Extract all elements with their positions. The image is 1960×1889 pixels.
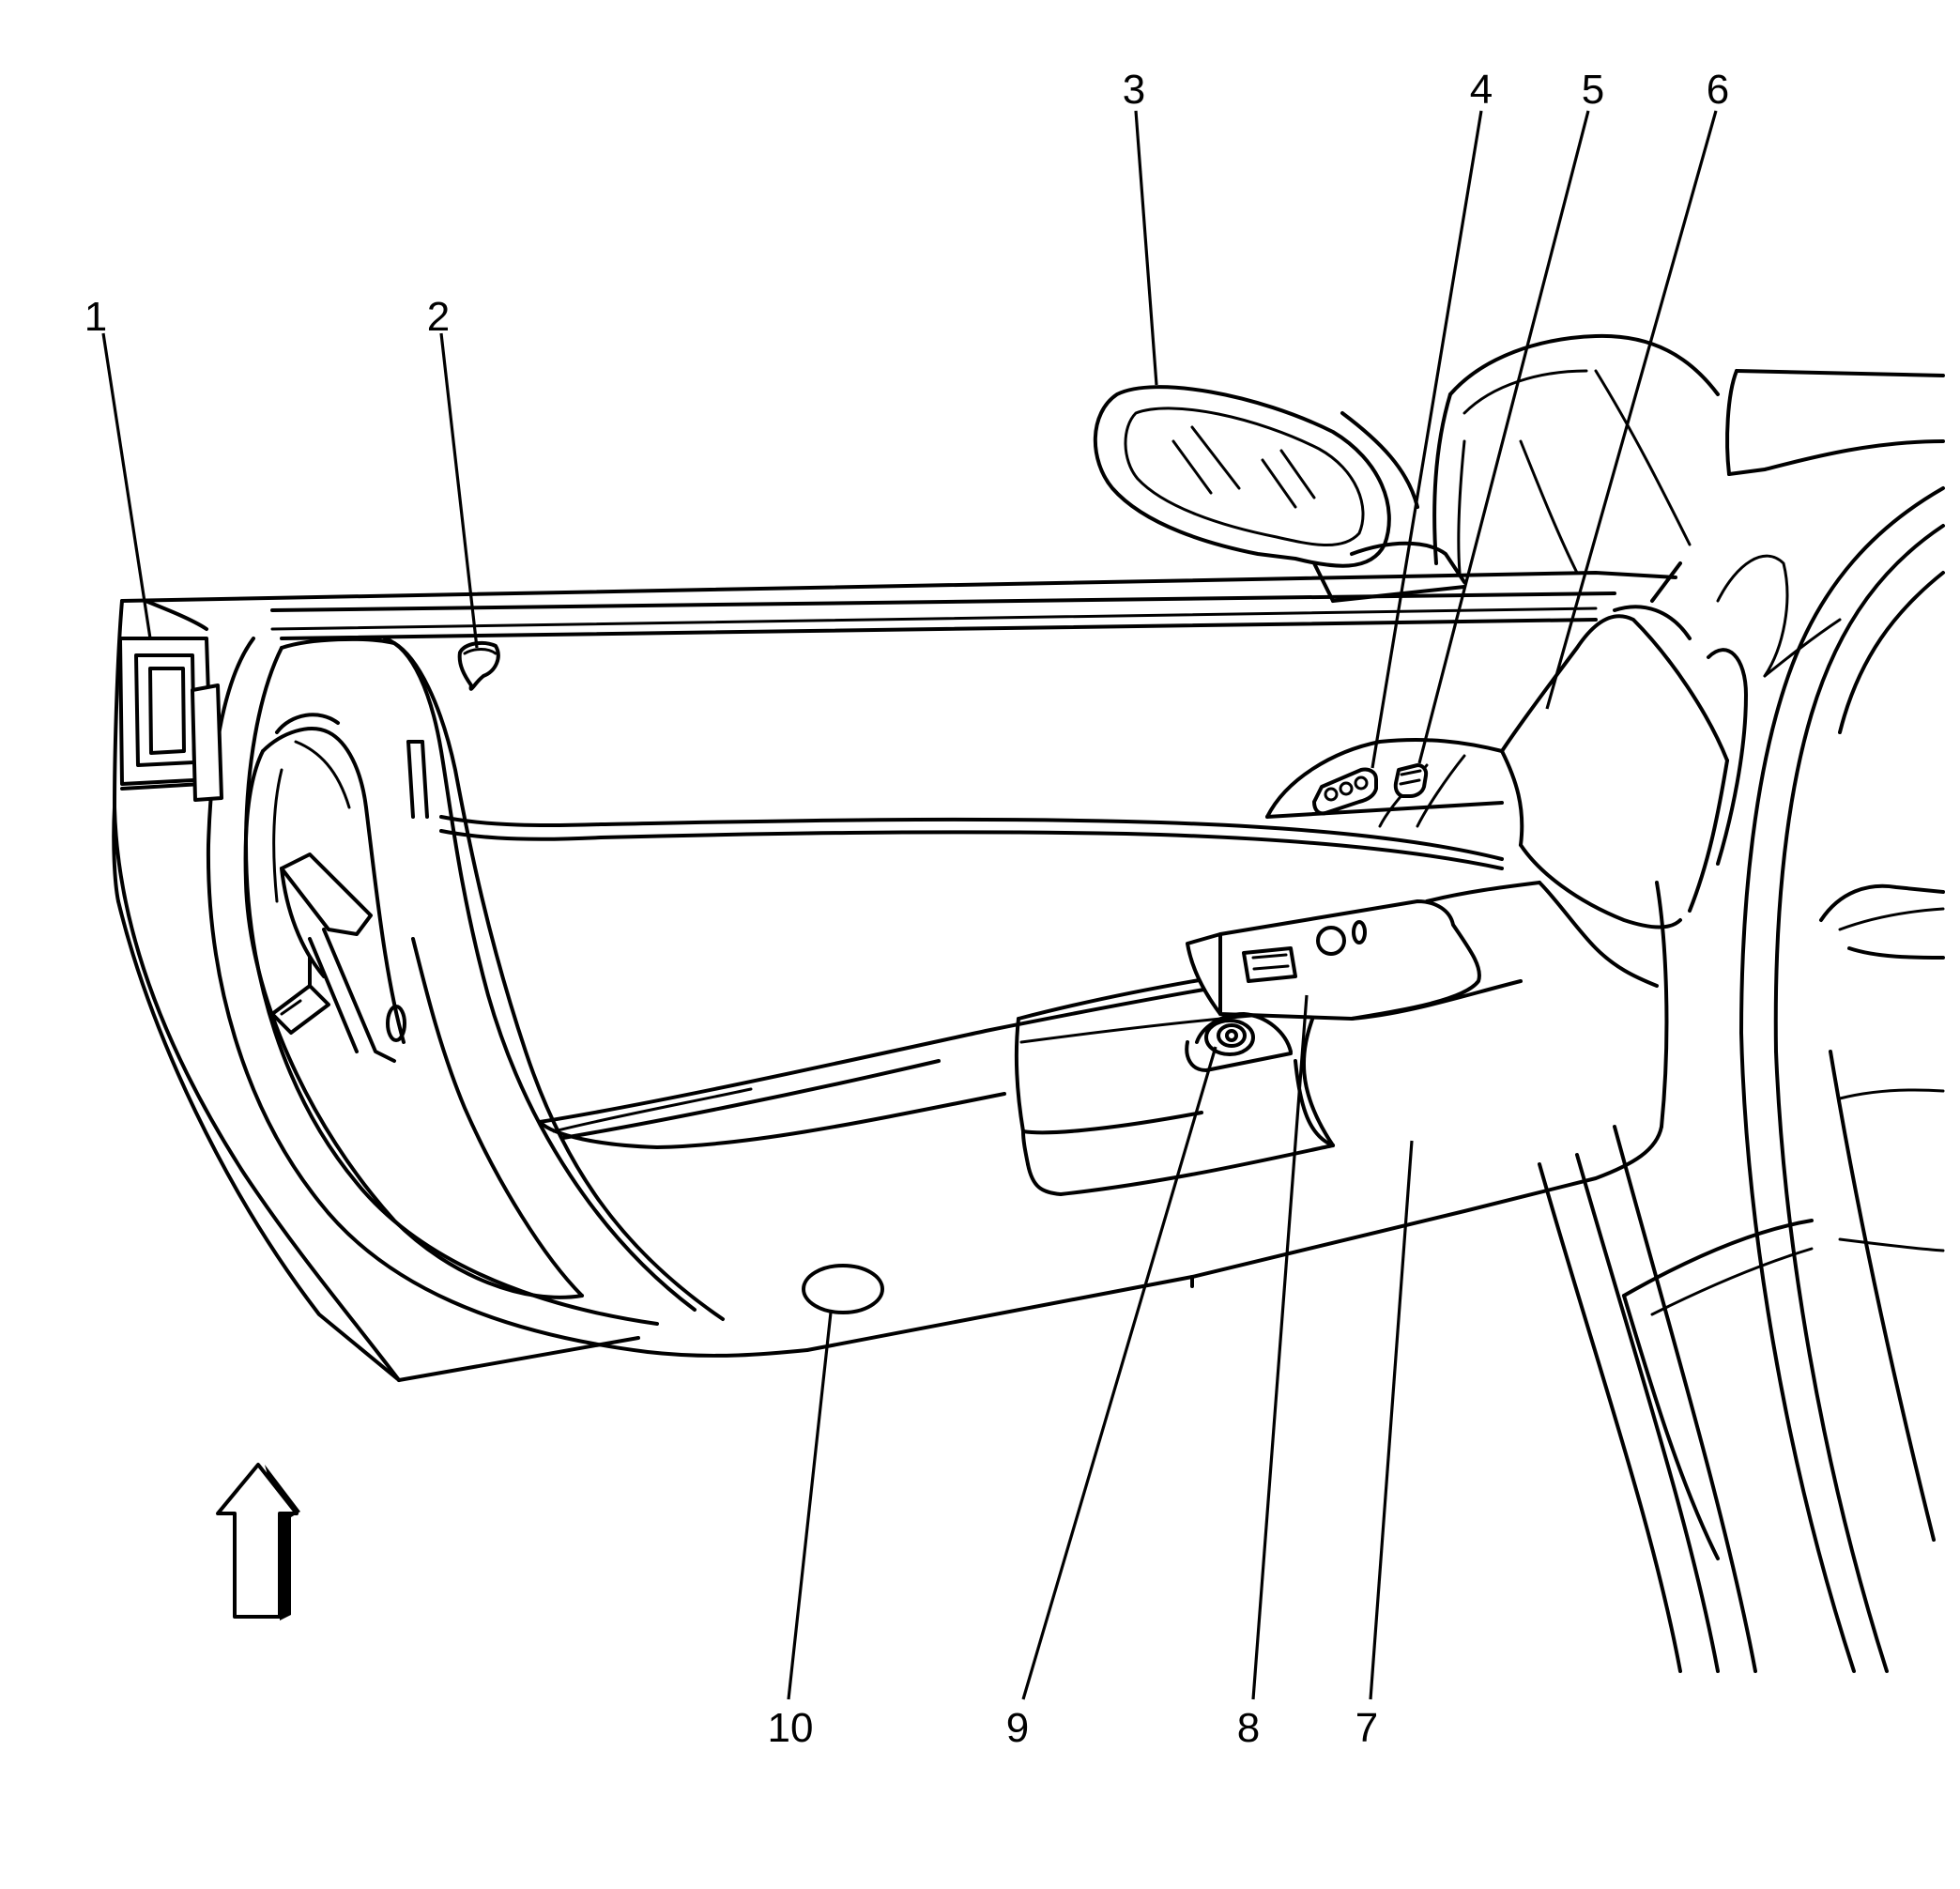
leader-2 xyxy=(439,332,479,649)
leader-4 xyxy=(1370,110,1483,769)
callout-3: 3 xyxy=(1123,67,1145,113)
callout-labels: 1 2 3 4 5 6 7 8 9 10 xyxy=(84,67,1729,1751)
leader-10 xyxy=(787,1312,833,1700)
callout-10: 10 xyxy=(768,1705,814,1751)
leader-7 xyxy=(1369,1140,1414,1700)
callout-6: 6 xyxy=(1707,67,1729,113)
vehicle-body-structure xyxy=(1432,333,1945,1673)
callout-4: 4 xyxy=(1470,67,1493,113)
front-direction-arrow xyxy=(216,1463,300,1620)
callout-8: 8 xyxy=(1237,1705,1260,1751)
leader-9 xyxy=(1021,1046,1217,1700)
callout-9: 9 xyxy=(1006,1705,1029,1751)
callout-5: 5 xyxy=(1582,67,1604,113)
window-fastener xyxy=(457,640,500,691)
leader-1 xyxy=(101,332,152,639)
leader-8 xyxy=(1251,994,1309,1700)
leader-5 xyxy=(1417,110,1590,764)
callout-2: 2 xyxy=(427,294,450,340)
leader-3 xyxy=(1134,110,1158,386)
door-front-bracket xyxy=(118,637,223,802)
callout-7: 7 xyxy=(1355,1705,1378,1751)
door-trim-panel xyxy=(112,561,1729,1382)
window-switch-5 xyxy=(1393,763,1429,798)
courtesy-lamp xyxy=(802,1264,884,1314)
leader-lines xyxy=(101,110,1718,1700)
window-switch-4 xyxy=(1312,767,1378,816)
outside-rearview-mirror xyxy=(1093,385,1466,603)
callout-1: 1 xyxy=(84,294,107,340)
door-frame-beltline xyxy=(120,571,1677,640)
leader-6 xyxy=(1545,110,1718,710)
